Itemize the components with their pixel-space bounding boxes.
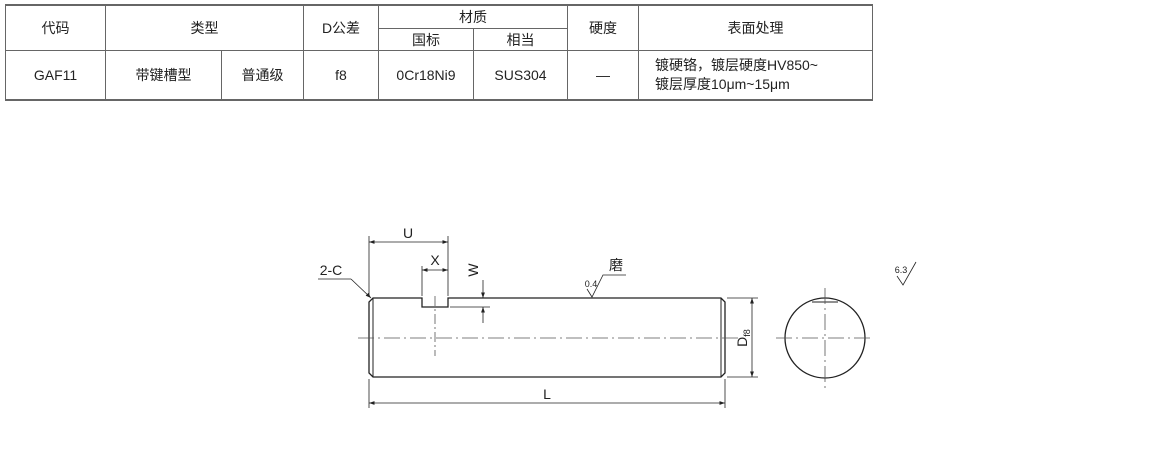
header-surface: 表面处理 bbox=[638, 4, 873, 51]
u-label: U bbox=[403, 225, 413, 241]
spec-table: 代码 类型 D公差 材质 硬度 表面处理 国标 相当 GAF11 带键槽型 普通… bbox=[5, 4, 873, 101]
header-material: 材质 bbox=[378, 4, 568, 29]
surface-line-1: 镀硬铬，镀层硬度HV850~ bbox=[655, 57, 818, 73]
grind-label: 磨 bbox=[609, 257, 623, 273]
cell-type-grade: 普通级 bbox=[221, 50, 304, 101]
general-roughness-symbol bbox=[896, 261, 917, 286]
d-label-sub: f8 bbox=[742, 329, 752, 337]
d-label-main: D bbox=[734, 337, 750, 347]
header-material-equiv: 相当 bbox=[473, 28, 568, 51]
l-label: L bbox=[543, 386, 551, 402]
shaft-outline bbox=[368, 297, 726, 378]
cell-material-gb: 0Cr18Ni9 bbox=[378, 50, 474, 101]
grind-roughness-symbol bbox=[586, 274, 626, 298]
cell-surface: 镀硬铬，镀层硬度HV850~ 镀层厚度10μm~15μm bbox=[638, 50, 873, 101]
chamfer-leader bbox=[350, 278, 372, 299]
cell-code: GAF11 bbox=[5, 50, 106, 101]
cell-hardness: — bbox=[567, 50, 639, 101]
header-type: 类型 bbox=[105, 4, 304, 51]
cell-type-keyway: 带键槽型 bbox=[105, 50, 222, 101]
surface-line-2: 镀层厚度10μm~15μm bbox=[655, 76, 790, 92]
cell-tolerance: f8 bbox=[303, 50, 379, 101]
x-label: X bbox=[430, 252, 440, 268]
header-material-gb: 国标 bbox=[378, 28, 474, 51]
general-roughness-value: 6.3 bbox=[895, 265, 908, 275]
d-label: Df8 bbox=[734, 329, 752, 347]
w-label: W bbox=[465, 263, 481, 277]
header-code: 代码 bbox=[5, 4, 106, 51]
grind-roughness-value: 0.4 bbox=[585, 279, 598, 289]
chamfer-label: 2-C bbox=[320, 262, 343, 278]
